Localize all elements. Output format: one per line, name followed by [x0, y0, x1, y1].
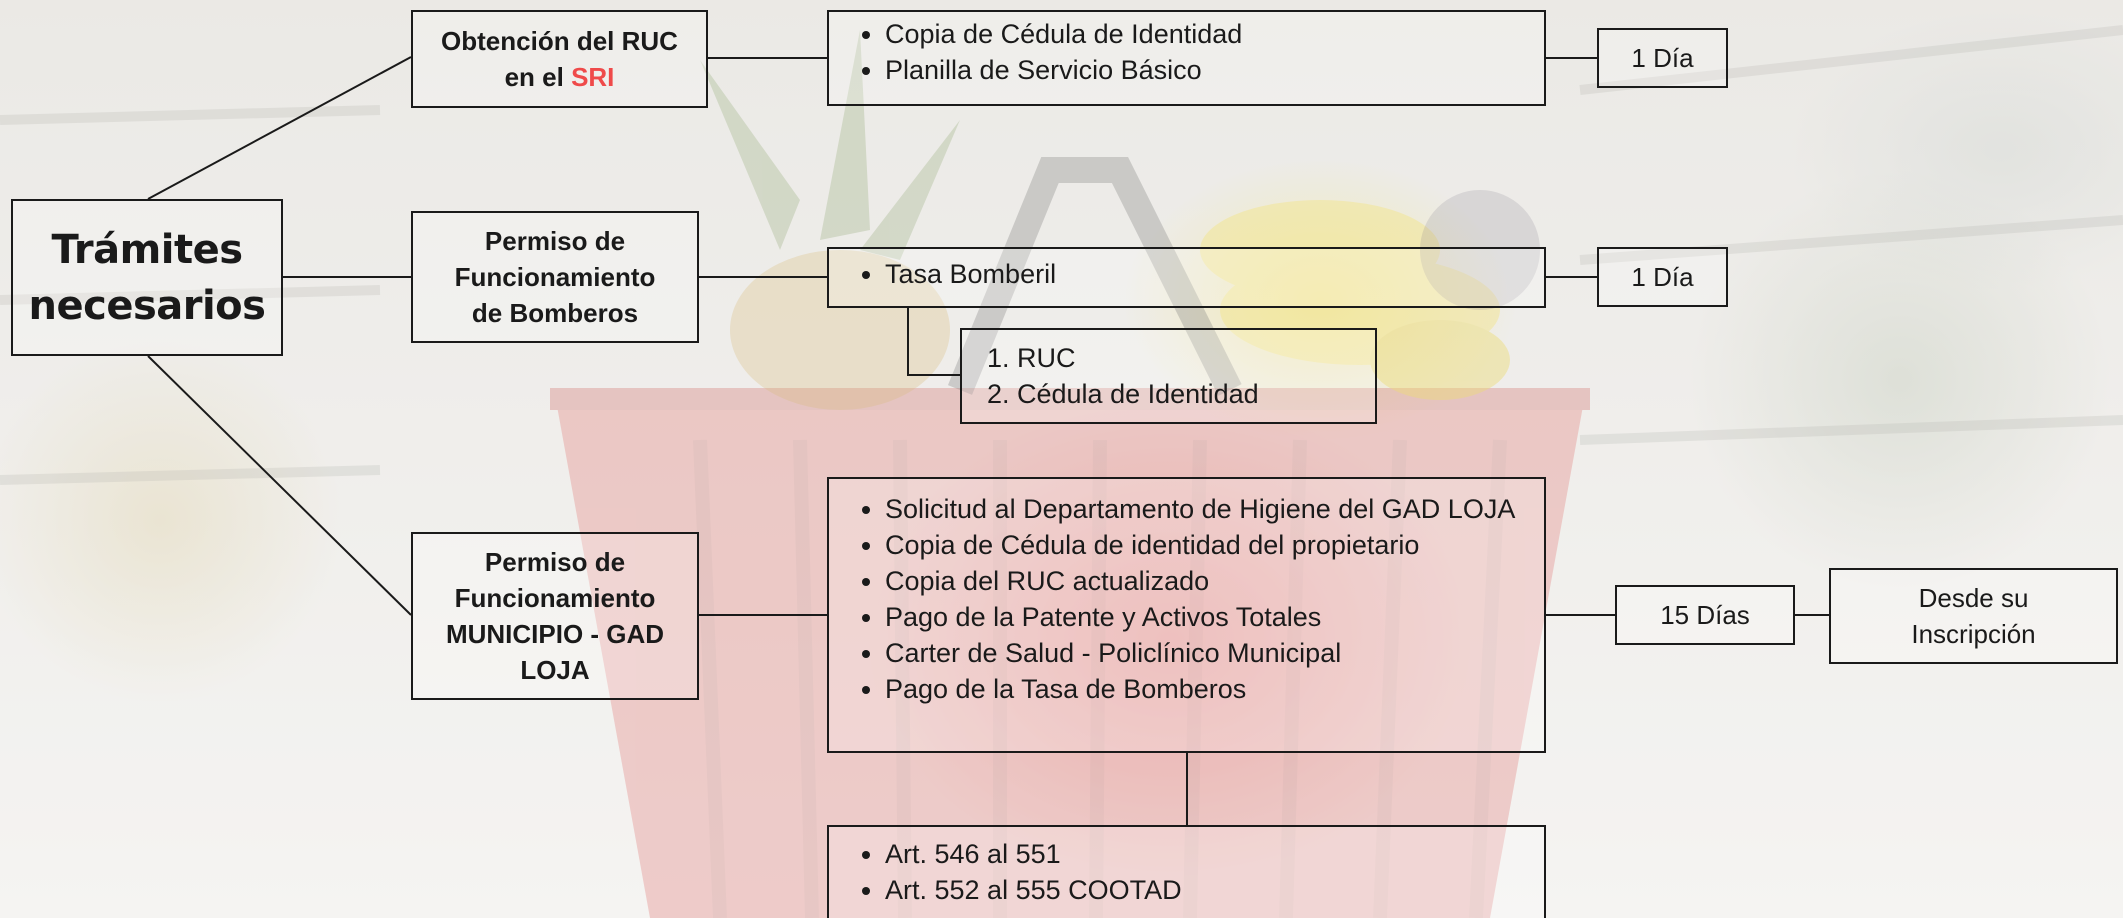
sri-label: SRI — [571, 62, 615, 92]
bananas-illustration — [1200, 200, 1510, 400]
connector-root-ruc — [147, 56, 412, 200]
municipio-legal-basis: Art. 546 al 551 Art. 552 al 555 COOTAD — [827, 825, 1546, 918]
list-item: Art. 546 al 551 — [885, 836, 1534, 872]
municipio-title-line: LOJA — [520, 655, 590, 685]
list-item: Pago de la Tasa de Bomberos — [885, 671, 1534, 707]
duration-note: Desde su Inscripción — [1829, 568, 2118, 664]
basket-illustration — [550, 388, 1590, 918]
municipio-title-line: Permiso de — [484, 547, 626, 577]
ruc-duration: 1 Día — [1597, 28, 1728, 88]
bomberos-requirements: Tasa Bomberil — [827, 247, 1546, 308]
list-item: Cédula de Identidad — [1017, 376, 1365, 412]
ruc-title-line1: Obtención del RUC — [441, 26, 678, 56]
root-title-line1: Trámites — [51, 226, 243, 273]
duration-label: 1 Día — [1631, 43, 1694, 73]
ruc-title-line2: en el SRI — [441, 59, 678, 95]
duration-note-line: Desde su — [1918, 583, 2029, 613]
municipio-title-line: Funcionamiento — [454, 583, 656, 613]
ruc-requirements: Copia de Cédula de Identidad Planilla de… — [827, 10, 1546, 106]
bomberos-title-line: Permiso de — [484, 226, 626, 256]
list-item: Copia del RUC actualizado — [885, 563, 1534, 599]
duration-label: 1 Día — [1631, 262, 1694, 292]
bomberos-sub-requirements: RUC Cédula de Identidad — [960, 328, 1377, 424]
list-item: Tasa Bomberil — [885, 256, 1534, 292]
ruc-node: Obtención del RUC en el SRI — [411, 10, 708, 108]
municipio-title-line: MUNICIPIO - GAD — [445, 619, 665, 649]
root-node: Trámites necesarios — [11, 199, 283, 356]
list-item: Art. 552 al 555 COOTAD — [885, 872, 1534, 908]
municipio-requirements: Solicitud al Departamento de Higiene del… — [827, 477, 1546, 753]
list-item: Copia de Cédula de Identidad — [885, 16, 1534, 52]
bomberos-duration: 1 Día — [1597, 247, 1728, 307]
list-item: RUC — [1017, 340, 1365, 376]
list-item: Planilla de Servicio Básico — [885, 52, 1534, 88]
ruc-title-prefix: en el — [504, 62, 572, 92]
duration-label: 15 Días — [1660, 600, 1750, 630]
list-item: Carter de Salud - Policlínico Municipal — [885, 635, 1534, 671]
bomberos-title-line: Funcionamiento — [454, 262, 656, 292]
connector-root-municipio — [147, 355, 412, 616]
bomberos-title-line: de Bomberos — [471, 298, 639, 328]
duration-note-line: Inscripción — [1911, 619, 2036, 649]
list-item: Solicitud al Departamento de Higiene del… — [885, 491, 1534, 527]
municipio-duration: 15 Días — [1615, 585, 1795, 645]
list-item: Copia de Cédula de identidad del propiet… — [885, 527, 1534, 563]
bomberos-node: Permiso de Funcionamiento de Bomberos — [411, 211, 699, 343]
root-title-line2: necesarios — [28, 282, 266, 329]
connector-bomberos-subreqs — [907, 308, 960, 376]
municipio-node: Permiso de Funcionamiento MUNICIPIO - GA… — [411, 532, 699, 700]
list-item: Pago de la Patente y Activos Totales — [885, 599, 1534, 635]
